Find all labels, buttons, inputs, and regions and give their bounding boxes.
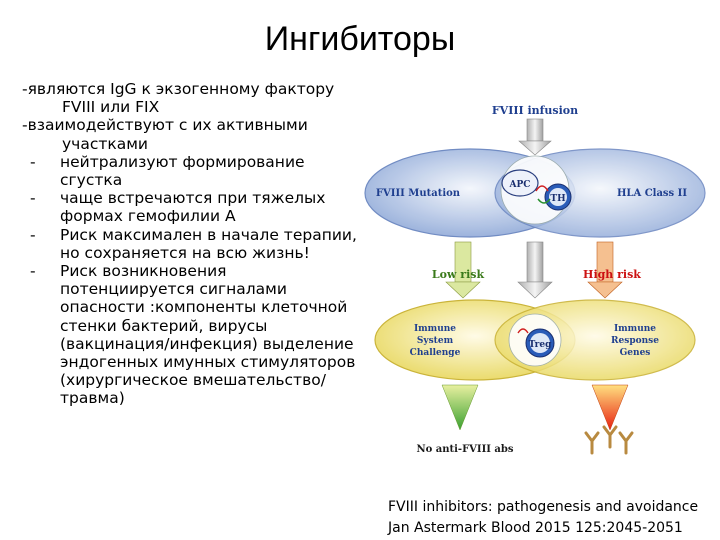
bullet-marker: -: [30, 152, 36, 171]
low-risk-arrow: [445, 241, 481, 299]
low-risk-label: Low risk: [432, 268, 485, 281]
pathogenesis-diagram: FVIII infusion FVIII Mutation HLA Class …: [364, 104, 706, 455]
apc-th-cells: [500, 155, 572, 225]
infusion-arrow: [518, 118, 552, 156]
high-risk-arrow: [587, 241, 623, 299]
citation: FVIII inhibitors: pathogenesis and avoid…: [388, 497, 698, 539]
high-risk-label: High risk: [583, 268, 641, 281]
bullet-text: Риск возникновения потенциируется сигнал…: [60, 262, 356, 408]
response-label-3: Genes: [620, 348, 651, 358]
treg-cell: [508, 313, 562, 367]
response-label-1: Immune: [614, 324, 656, 334]
challenge-label-2: System: [417, 336, 454, 346]
bullet-text: нейтрализуют формирование сгустка: [60, 152, 305, 190]
challenge-label-3: Challenge: [410, 348, 461, 358]
th-label: TH: [550, 194, 566, 204]
bullet-marker: -: [30, 262, 36, 281]
challenge-label-1: Immune: [414, 324, 456, 334]
bullet-item: - Риск возникновения потенциируется сигна…: [22, 262, 362, 408]
bullet-marker: -: [30, 225, 36, 244]
response-label-2: Response: [611, 336, 659, 346]
text-block: -являются IgG к экзогенному фактору FVII…: [22, 80, 362, 408]
bullet-text: Риск максимален в начале терапии, но сох…: [60, 225, 357, 262]
antibody-icons: [584, 425, 634, 455]
bullet-text: чаще встречаются при тяжелых формах гемо…: [60, 189, 326, 226]
center-arrow: [517, 241, 553, 299]
intro-line: -взаимодействуют с их активными участкам…: [22, 116, 308, 153]
intro-line: -являются IgG к экзогенному фактору FVII…: [22, 80, 335, 117]
apc-label: APC: [509, 180, 531, 190]
green-cone: [441, 384, 479, 431]
mutation-label: FVIII Mutation: [376, 188, 461, 199]
hla-label: HLA Class II: [617, 188, 687, 199]
treg-label: Treg: [529, 340, 553, 350]
bullet-item: - нейтрализуют формирование сгустка: [22, 153, 362, 189]
bullet-item: - Риск максимален в начале терапии, но со…: [22, 226, 362, 262]
citation-line: Jan Astermark Blood 2015 125:2045-2051: [388, 520, 683, 536]
citation-line: FVIII inhibitors: pathogenesis and avoid…: [388, 499, 699, 515]
red-cone: [591, 384, 629, 431]
bullet-marker: -: [30, 189, 36, 208]
infusion-label: FVIII infusion: [492, 104, 578, 117]
bullet-item: - чаще встречаются при тяжелых формах ге…: [22, 189, 362, 225]
no-abs-label: No anti-FVIII abs: [416, 444, 513, 455]
slide-title: Ингибиторы: [264, 20, 456, 58]
